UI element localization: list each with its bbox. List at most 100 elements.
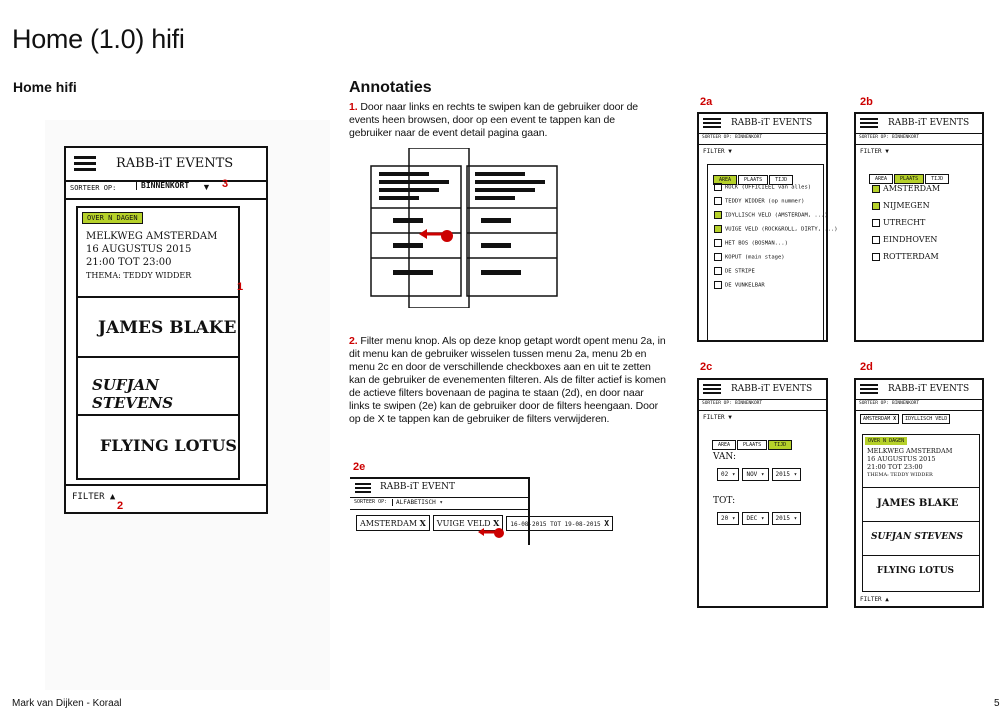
checkbox[interactable] xyxy=(714,197,722,205)
sort-label: SORTEER OP: xyxy=(859,135,889,140)
filter-chip[interactable]: IDYLLISCH VELD xyxy=(902,414,951,424)
artist-row[interactable]: SUFJAN STEVENS xyxy=(78,356,238,416)
tab-2[interactable]: TIJD xyxy=(925,174,950,184)
event-time: 21:00 TOT 23:00 xyxy=(86,257,172,268)
list-item[interactable]: ROTTERDAM xyxy=(872,252,940,261)
checkbox[interactable] xyxy=(714,183,722,191)
filter-button[interactable]: FILTER ▼ xyxy=(703,414,732,421)
artist-row[interactable]: SUFJAN STEVENS xyxy=(863,521,979,556)
event-card[interactable]: OVER N DAGEN MELKWEG AMSTERDAM 16 AUGUST… xyxy=(862,434,980,592)
tab-1[interactable]: PLAATS xyxy=(894,174,925,184)
list-item[interactable]: DE STRIPE xyxy=(714,267,838,275)
label-2c: 2c xyxy=(700,361,713,373)
checkbox[interactable] xyxy=(872,219,880,227)
tab-0[interactable]: AREA xyxy=(869,174,894,184)
checkbox[interactable] xyxy=(714,267,722,275)
sort-dropdown[interactable]: BINNENKORT xyxy=(892,135,920,140)
from-label: VAN: xyxy=(713,452,736,462)
year-select[interactable]: 2015 ▾ xyxy=(771,512,802,525)
home-header: RABB-iT EVENTS xyxy=(66,148,266,182)
list-item[interactable]: IDYLLISCH VELD (AMSTERDAM, ...) xyxy=(714,211,838,219)
filter-bar[interactable]: FILTER ▲ xyxy=(66,484,266,512)
swipe-hand-icon xyxy=(419,229,453,242)
sketch-2e-frame: RABB-iT EVENT SORTEER OP: ALFABETISCH ▾ xyxy=(350,477,530,545)
sort-dropdown[interactable]: BINNENKORT xyxy=(892,401,920,406)
sort-dropdown[interactable]: ALFABETISCH ▾ xyxy=(392,499,443,506)
list-item[interactable]: ROCK (OFFICIEEL van alles) xyxy=(714,183,838,191)
filter-chip[interactable]: AMSTERDAM X xyxy=(356,515,430,531)
list-item[interactable]: EINDHOVEN xyxy=(872,235,940,244)
menu-2d-frame: RABB-iT EVENTS SORTEER OP:BINNENKORT AMS… xyxy=(854,378,984,608)
sort-dropdown[interactable]: BINNENKORT xyxy=(735,401,763,406)
event-date: 16 AUGUSTUS 2015 xyxy=(86,244,192,255)
checkbox[interactable] xyxy=(714,225,722,233)
checkbox[interactable] xyxy=(714,253,722,261)
year-select[interactable]: 2015 ▾ xyxy=(771,468,802,481)
tab-0[interactable]: AREA xyxy=(712,440,737,450)
list-item[interactable]: UTRECHT xyxy=(872,218,940,227)
list-item[interactable]: HET BOS (BOSMAN...) xyxy=(714,239,838,247)
filter-button[interactable]: FILTER ▲ xyxy=(860,596,889,603)
tab-2[interactable]: TIJD xyxy=(768,440,793,450)
annotation-2: 2. Filter menu knop. Als op deze knop ge… xyxy=(349,335,667,426)
list-item[interactable]: AMSTERDAM xyxy=(872,184,940,193)
tab-2[interactable]: TIJD xyxy=(769,175,794,185)
checkbox[interactable] xyxy=(714,281,722,289)
checkbox[interactable] xyxy=(872,253,880,261)
list-item[interactable]: VUIGE VELD (ROCK&ROLL, DIRTY, ...) xyxy=(714,225,838,233)
checkbox[interactable] xyxy=(714,239,722,247)
hamburger-icon xyxy=(355,483,371,493)
close-icon[interactable]: X xyxy=(419,518,426,528)
day-select[interactable]: 02 ▾ xyxy=(717,468,740,481)
list-item[interactable]: KOPUT (main stage) xyxy=(714,253,838,261)
filter-chip[interactable]: VUIGE VELD X xyxy=(432,515,504,531)
sketch-2e: RABB-iT EVENT SORTEER OP: ALFABETISCH ▾ … xyxy=(350,477,670,545)
close-icon[interactable]: X xyxy=(493,518,500,528)
sort-dropdown[interactable]: BINNENKORT xyxy=(136,181,189,190)
chevron-down-icon: ▼ xyxy=(202,182,211,192)
hamburger-icon[interactable] xyxy=(860,384,878,394)
filter-chip-label: VUIGE VELD xyxy=(436,519,491,528)
checkbox[interactable] xyxy=(714,211,722,219)
artist-row[interactable]: FLYING LOTUS xyxy=(863,555,979,590)
filter-button[interactable]: FILTER ▼ xyxy=(703,148,732,155)
day-select[interactable]: 20 ▾ xyxy=(717,512,740,525)
filter-chip[interactable]: 16-08-2015 TOT 19-08-2015 X xyxy=(506,516,614,531)
tab-1[interactable]: PLAATS xyxy=(738,175,769,185)
menu-2b-frame: RABB-iT EVENTS SORTEER OP:BINNENKORT FIL… xyxy=(854,112,984,342)
hamburger-icon[interactable] xyxy=(860,118,878,128)
close-icon[interactable]: X xyxy=(604,519,610,528)
menu-2a-frame: RABB-iT EVENTS SORTEER OP:BINNENKORT FIL… xyxy=(697,112,838,342)
hamburger-icon[interactable] xyxy=(703,384,721,394)
list-item[interactable]: NIJMEGEN xyxy=(872,201,940,210)
app-title: RABB-iT EVENT xyxy=(380,482,455,492)
artist-row[interactable]: JAMES BLAKE xyxy=(863,487,979,522)
filter-button[interactable]: FILTER ▲ xyxy=(72,492,116,502)
month-select[interactable]: NOV ▾ xyxy=(742,468,769,481)
sort-bar: SORTEER OP: ALFABETISCH ▾ xyxy=(350,497,528,510)
from-date-selects: 02 ▾NOV ▾2015 ▾ xyxy=(717,468,804,481)
list-item[interactable]: TEDDY WIDDER (op nummer) xyxy=(714,197,838,205)
month-select[interactable]: DEC ▾ xyxy=(742,512,769,525)
artist-row[interactable]: FLYING LOTUS xyxy=(78,414,238,478)
filter-chip-label: AMSTERDAM xyxy=(360,519,418,528)
close-icon[interactable]: X xyxy=(893,416,897,422)
artist-row[interactable]: JAMES BLAKE xyxy=(78,296,238,358)
checkbox[interactable] xyxy=(872,185,880,193)
checkbox[interactable] xyxy=(872,202,880,210)
filter-button[interactable]: FILTER ▼ xyxy=(860,148,889,155)
tab-1[interactable]: PLAATS xyxy=(737,440,768,450)
list-item-label: ROTTERDAM xyxy=(883,252,939,261)
event-card[interactable]: OVER N DAGEN MELKWEG AMSTERDAM 16 AUGUST… xyxy=(76,206,240,480)
hamburger-icon[interactable] xyxy=(703,118,721,128)
filter-chip[interactable]: AMSTERDAM X xyxy=(860,414,900,424)
list-item[interactable]: DE VUNKELBAR xyxy=(714,281,838,289)
list-item-label: AMSTERDAM xyxy=(883,184,941,193)
sort-dropdown[interactable]: BINNENKORT xyxy=(735,135,763,140)
annotation-2-number: 2. xyxy=(349,335,358,347)
hamburger-icon[interactable] xyxy=(74,156,96,171)
list-item-label: VUIGE VELD (ROCK&ROLL, DIRTY, ...) xyxy=(725,226,838,233)
checkbox[interactable] xyxy=(872,236,880,244)
tab-0[interactable]: AREA xyxy=(713,175,738,185)
